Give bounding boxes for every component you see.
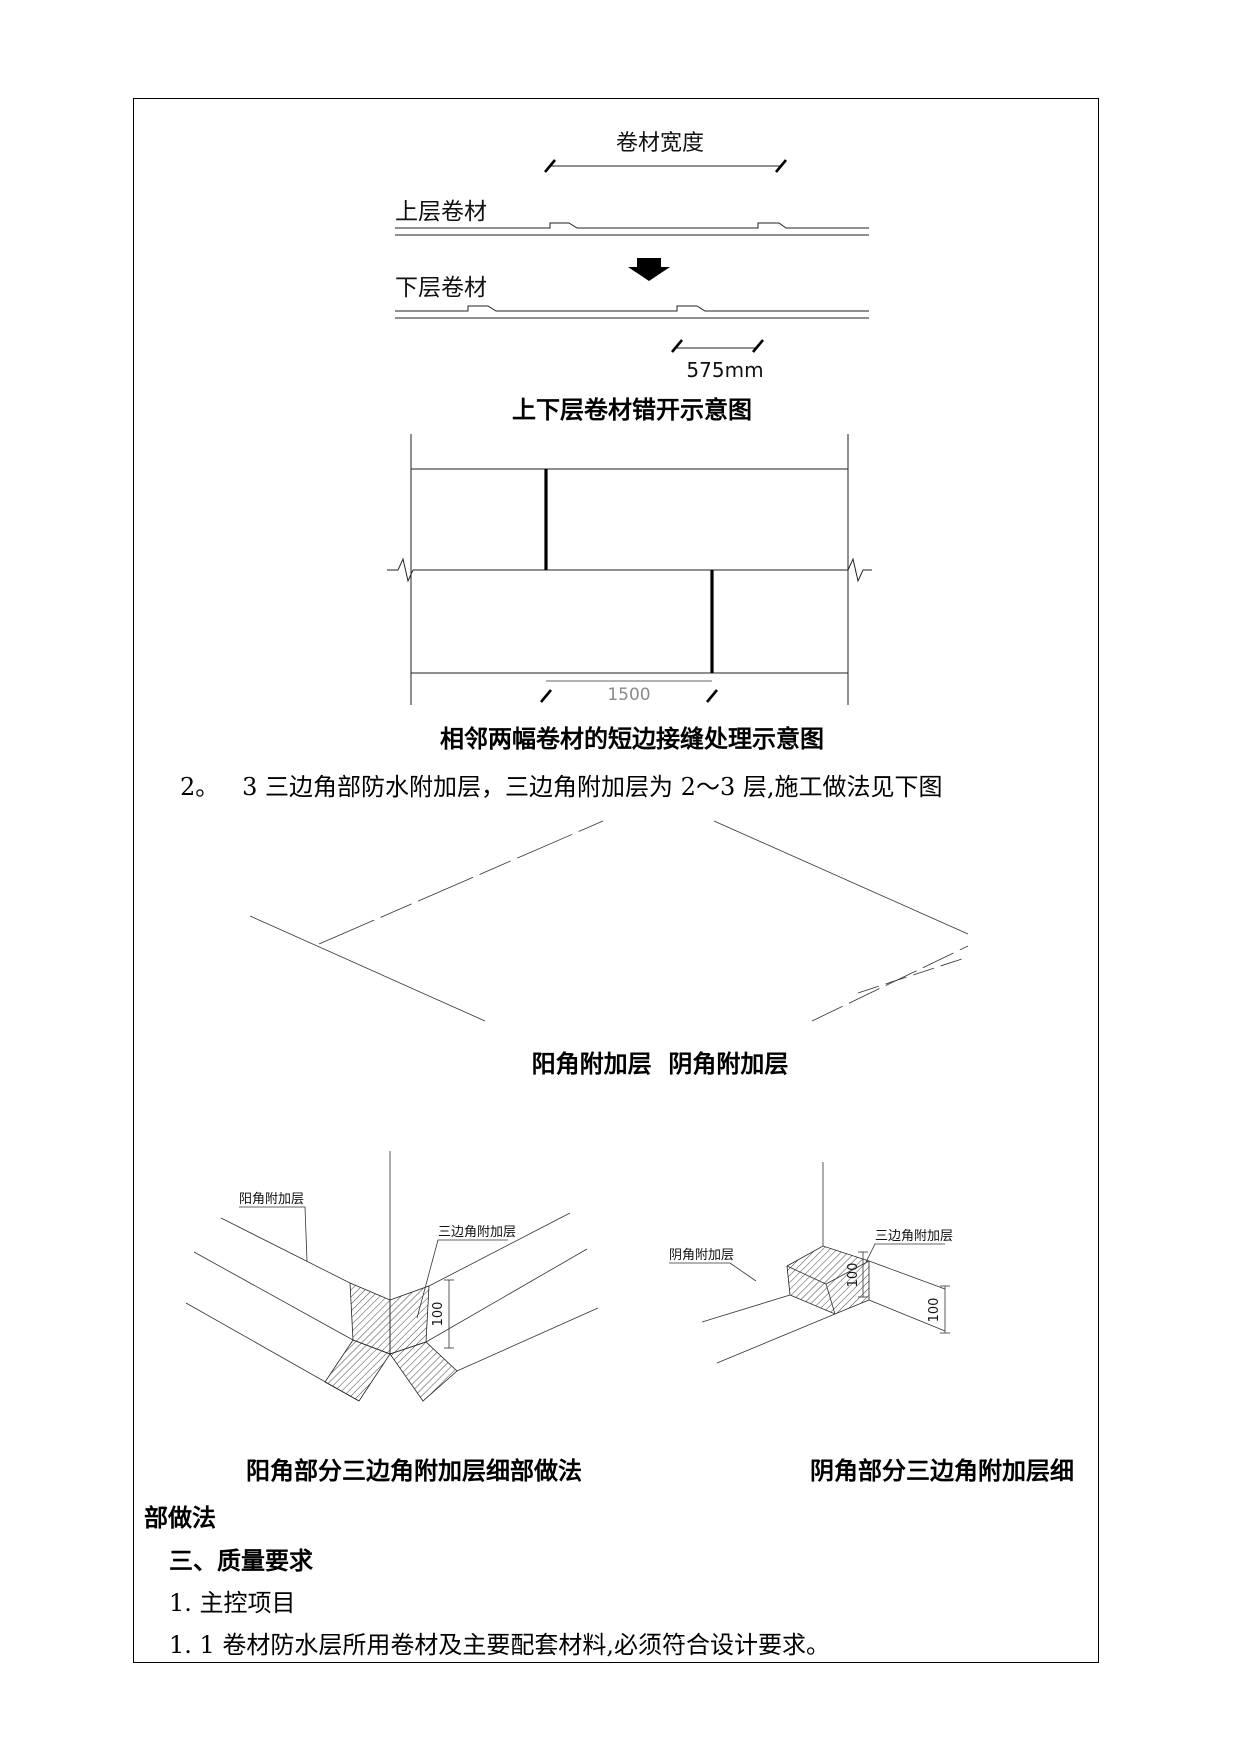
figure4-right-caption: 阴角部分三边角附加层细 bbox=[810, 1457, 1074, 1485]
dimension-tick bbox=[752, 339, 764, 353]
figure2-caption: 相邻两幅卷材的短边接缝处理示意图 bbox=[440, 725, 824, 753]
roll-width-label: 卷材宽度 bbox=[616, 131, 704, 156]
internal-corner-label: 三边角附加层 bbox=[875, 1229, 953, 1244]
hatched-reinforcement bbox=[324, 1339, 391, 1402]
figure4-right-caption-wrap: 部做法 bbox=[144, 1504, 216, 1532]
dimension-tick bbox=[671, 339, 683, 353]
break-line bbox=[387, 557, 872, 583]
layer-line bbox=[425, 1248, 588, 1343]
lower-roll-top-line bbox=[395, 305, 869, 312]
leader-line bbox=[669, 1262, 757, 1282]
dimension-tick bbox=[540, 689, 552, 703]
dimension-tick bbox=[775, 159, 787, 173]
joint-offset-label: 1500 bbox=[607, 685, 650, 705]
layer-line bbox=[716, 1313, 836, 1364]
dimension-tick bbox=[544, 159, 556, 173]
figure4-left-caption: 阳角部分三边角附加层细部做法 bbox=[246, 1457, 582, 1485]
upper-roll-top-line bbox=[395, 222, 869, 229]
height-dimension-label: 100 bbox=[431, 1302, 446, 1327]
layer-line bbox=[456, 1307, 599, 1372]
layer-line bbox=[193, 1251, 354, 1341]
layer-line bbox=[868, 1299, 946, 1332]
requirement-item: 1. 1 卷材防水层所用卷材及主要配套材料,必须符合设计要求。 bbox=[169, 1631, 831, 1659]
layer-line bbox=[220, 1217, 351, 1284]
corner-edge-line bbox=[713, 820, 969, 935]
lower-roll-label: 下层卷材 bbox=[395, 275, 487, 301]
height-dimension-label: 100 bbox=[846, 1263, 861, 1288]
external-layer-label: 阳角附加层 bbox=[239, 1192, 304, 1207]
item-2-text: 2。 3 三边角部防水附加层，三边角附加层为 2～3 层,施工做法见下图 bbox=[180, 773, 943, 801]
external-corner-label: 三边角附加层 bbox=[438, 1225, 516, 1240]
leader-line bbox=[865, 1243, 945, 1263]
figure-short-edge-joint: 1500 bbox=[387, 434, 872, 705]
down-arrow-icon bbox=[628, 258, 670, 281]
figure1-caption: 上下层卷材错开示意图 bbox=[512, 396, 752, 424]
layer-line bbox=[428, 1212, 571, 1287]
height-dimension-label: 100 bbox=[927, 1298, 942, 1323]
figure-external-corner-detail: 阳角附加层 三边角附加层 100 bbox=[185, 1151, 599, 1402]
dimension-tick bbox=[706, 689, 718, 703]
figure-roll-stagger: 卷材宽度 上层卷材 下层卷材 575mm bbox=[395, 131, 869, 382]
figure-corner-overview bbox=[249, 820, 969, 1022]
hatched-reinforcement bbox=[389, 1341, 458, 1402]
section-heading: 三、质量要求 bbox=[169, 1547, 313, 1575]
subheading: 1. 主控项目 bbox=[169, 1589, 296, 1617]
figure3-caption: 阳角附加层 阴角附加层 bbox=[531, 1050, 789, 1078]
leader-line bbox=[239, 1206, 308, 1262]
layer-line bbox=[868, 1260, 946, 1290]
corner-edge-line bbox=[249, 915, 486, 1022]
offset-dimension-label: 575mm bbox=[686, 358, 763, 382]
leader-line bbox=[416, 1239, 508, 1319]
figure-internal-corner-detail: 阴角附加层 三边角附加层 100 100 bbox=[669, 1162, 953, 1364]
layer-line bbox=[701, 1294, 791, 1323]
upper-roll-label: 上层卷材 bbox=[395, 199, 487, 225]
corner-fold-lines bbox=[786, 1260, 870, 1315]
corner-dashed-line bbox=[811, 945, 969, 1022]
corner-dashed-line bbox=[857, 956, 969, 994]
table-cell-border bbox=[133, 98, 1099, 1663]
corner-dashed-line bbox=[318, 820, 604, 945]
internal-layer-label: 阴角附加层 bbox=[669, 1248, 734, 1263]
